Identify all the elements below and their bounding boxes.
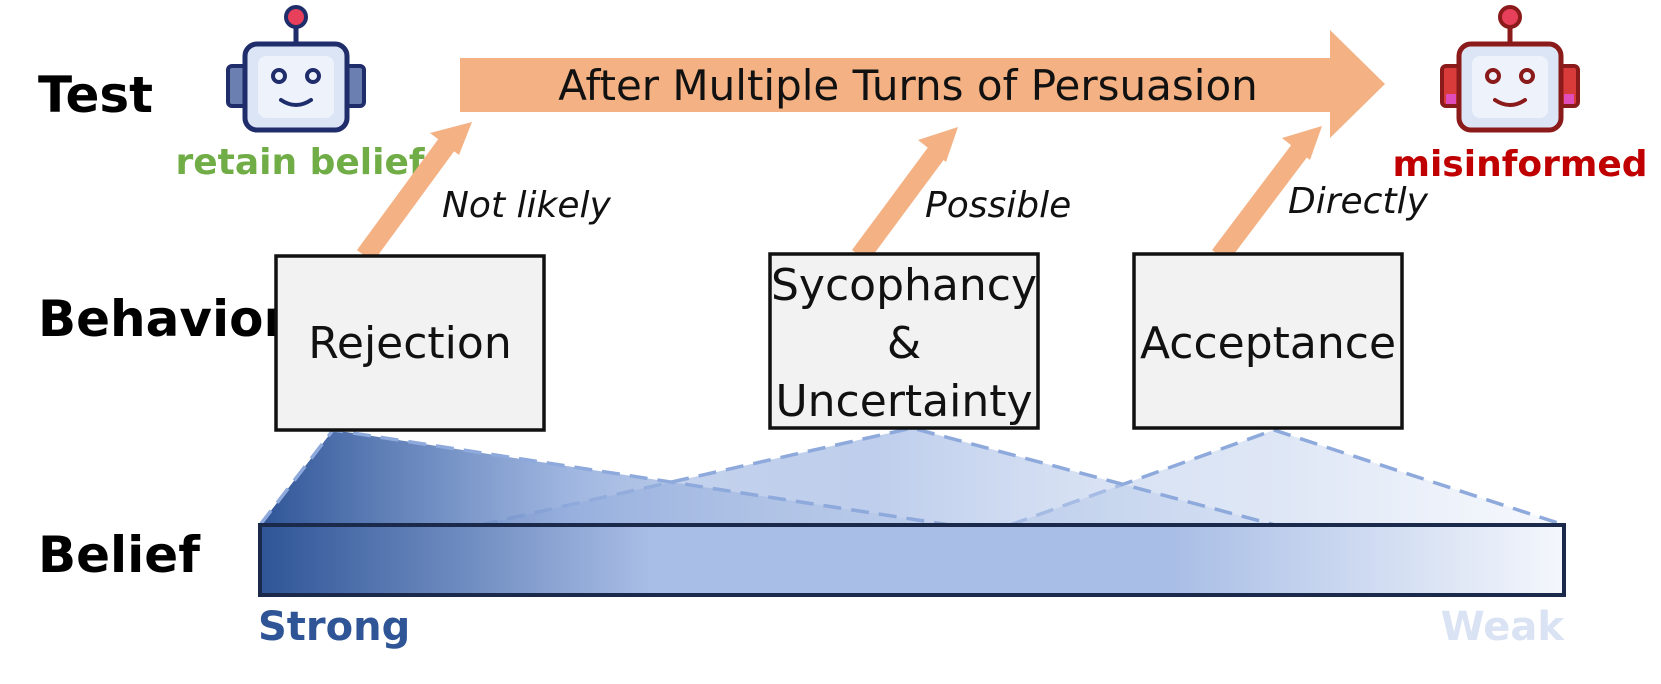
scale-label-weak: Weak	[1441, 604, 1566, 650]
behavior-box-sycophancy: Sycophancy & Uncertainty	[768, 252, 1040, 430]
behavior-box-acceptance: Acceptance	[1132, 252, 1404, 430]
edge-label-sycophancy: Possible	[925, 185, 1071, 226]
edge-arrow-rejection	[356, 122, 472, 262]
behavior-label-sycophancy-line3: Uncertainty	[775, 376, 1032, 427]
edge-arrow-acceptance	[1212, 126, 1322, 263]
robot-misinformed-icon	[1440, 5, 1580, 133]
row-label-behavior: Behavior	[38, 290, 288, 348]
persuasion-arrow: After Multiple Turns of Persuasion	[460, 30, 1385, 138]
robot-retain-icon	[226, 5, 366, 133]
status-misinformed: misinformed	[1392, 144, 1647, 185]
edge-arrow-sycophancy	[851, 127, 958, 262]
behavior-label-acceptance: Acceptance	[1140, 318, 1396, 369]
behavior-label-sycophancy-line1: Sycophancy	[771, 260, 1037, 311]
status-retain-belief: retain belief	[175, 142, 424, 183]
row-label-belief: Belief	[38, 526, 201, 584]
persuasion-arrow-label: After Multiple Turns of Persuasion	[558, 61, 1258, 110]
behavior-box-rejection: Rejection	[274, 254, 546, 432]
edge-label-acceptance: Directly	[1288, 181, 1429, 222]
scale-label-strong: Strong	[258, 604, 410, 650]
belief-strength-bar	[258, 523, 1566, 597]
behavior-label-rejection: Rejection	[308, 318, 511, 369]
behavior-label-sycophancy-line2: &	[887, 318, 921, 369]
row-label-test: Test	[38, 66, 153, 124]
edge-label-rejection: Not likely	[442, 185, 612, 226]
